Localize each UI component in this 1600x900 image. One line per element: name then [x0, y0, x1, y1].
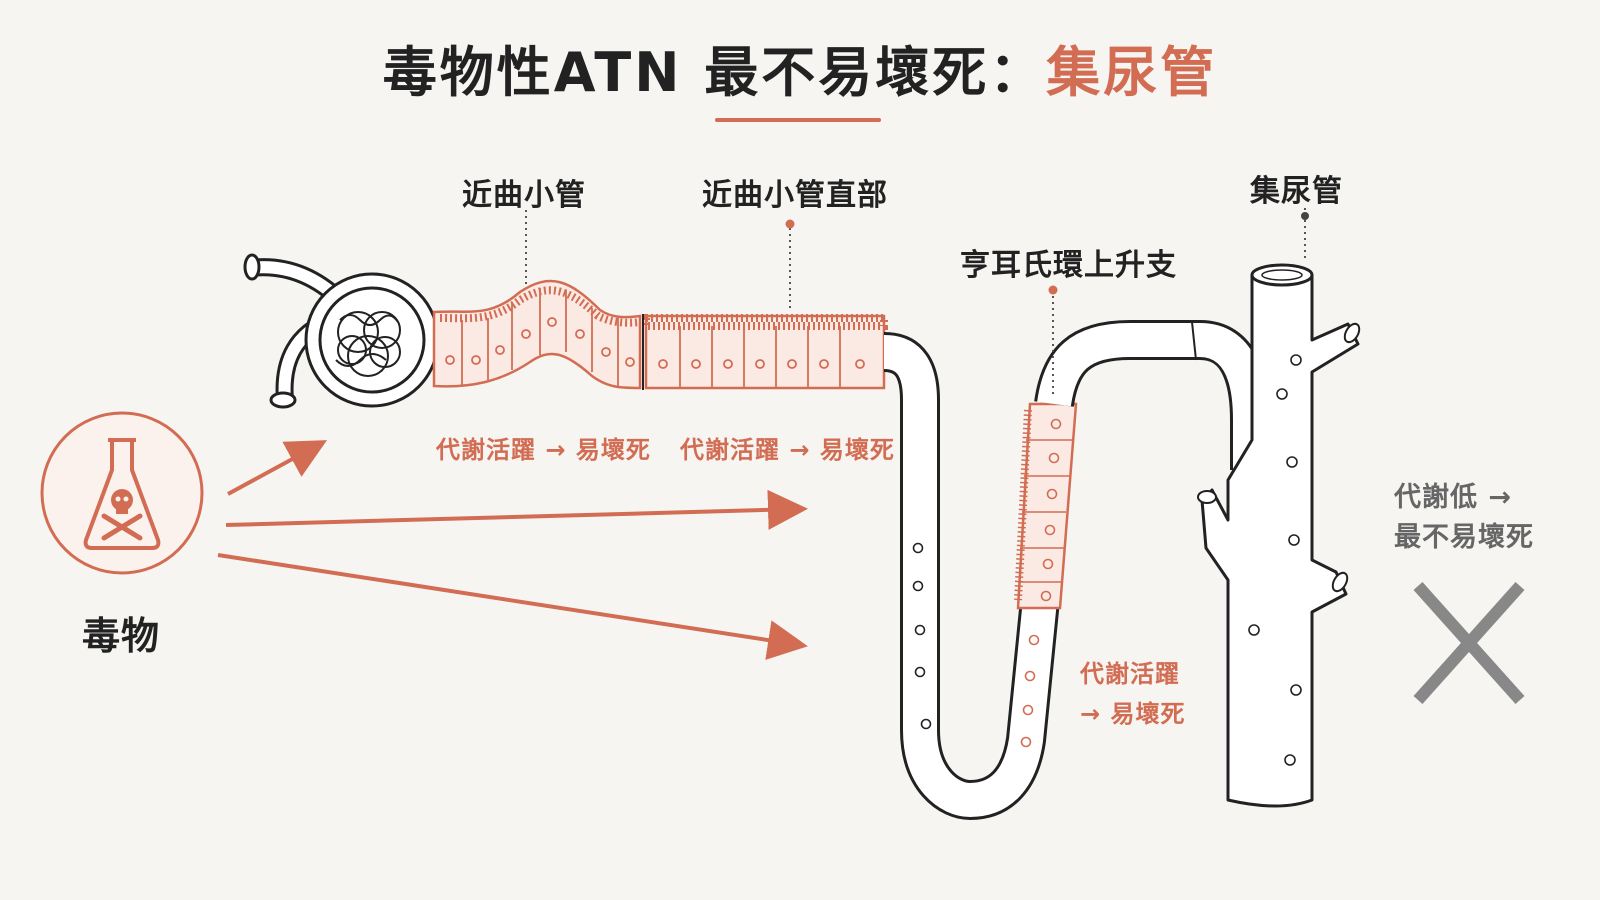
title-main: 毒物性ATN 最不易壞死：: [382, 41, 1047, 104]
gray-x-icon: [1413, 581, 1525, 705]
note-cd-line2: 最不易壞死: [1394, 522, 1534, 553]
page-title: 毒物性ATN 最不易壞死：集尿管: [0, 28, 1600, 107]
label-poison: 毒物: [82, 614, 161, 658]
note-cd-line1: 代謝低 →: [1394, 482, 1513, 513]
thick-ascending-limb: [1014, 402, 1078, 610]
leader-lines: [525, 208, 1306, 398]
glomerulus: [243, 253, 440, 409]
leader-dots: [785, 212, 1309, 295]
proximal-straight-tubule: [642, 314, 888, 390]
label-pst: 近曲小管直部: [702, 178, 888, 213]
title-accent: 集尿管: [1046, 41, 1218, 104]
poison-flask-icon: [40, 411, 204, 575]
label-tal: 亨耳氏環上升支: [960, 248, 1177, 283]
loop-of-henle: [882, 332, 1060, 821]
arrow-to-tal: [217, 553, 808, 660]
arrow-to-pct: [227, 440, 328, 496]
note-tal-line2: → 易壞死: [1080, 700, 1186, 728]
note-tal-line1: 代謝活躍: [1080, 660, 1180, 688]
title-underline: [715, 118, 881, 122]
proximal-convoluted-tubule: [432, 279, 642, 390]
distal-tubule: [1034, 320, 1270, 470]
note-pct: 代謝活躍 → 易壞死: [436, 436, 651, 464]
arrow-to-pst: [225, 489, 808, 530]
note-pst: 代謝活躍 → 易壞死: [680, 436, 895, 464]
collecting-duct: [1197, 263, 1361, 808]
toxin-arrows: [217, 440, 808, 660]
label-pct: 近曲小管: [462, 178, 586, 213]
label-cd: 集尿管: [1250, 174, 1343, 209]
